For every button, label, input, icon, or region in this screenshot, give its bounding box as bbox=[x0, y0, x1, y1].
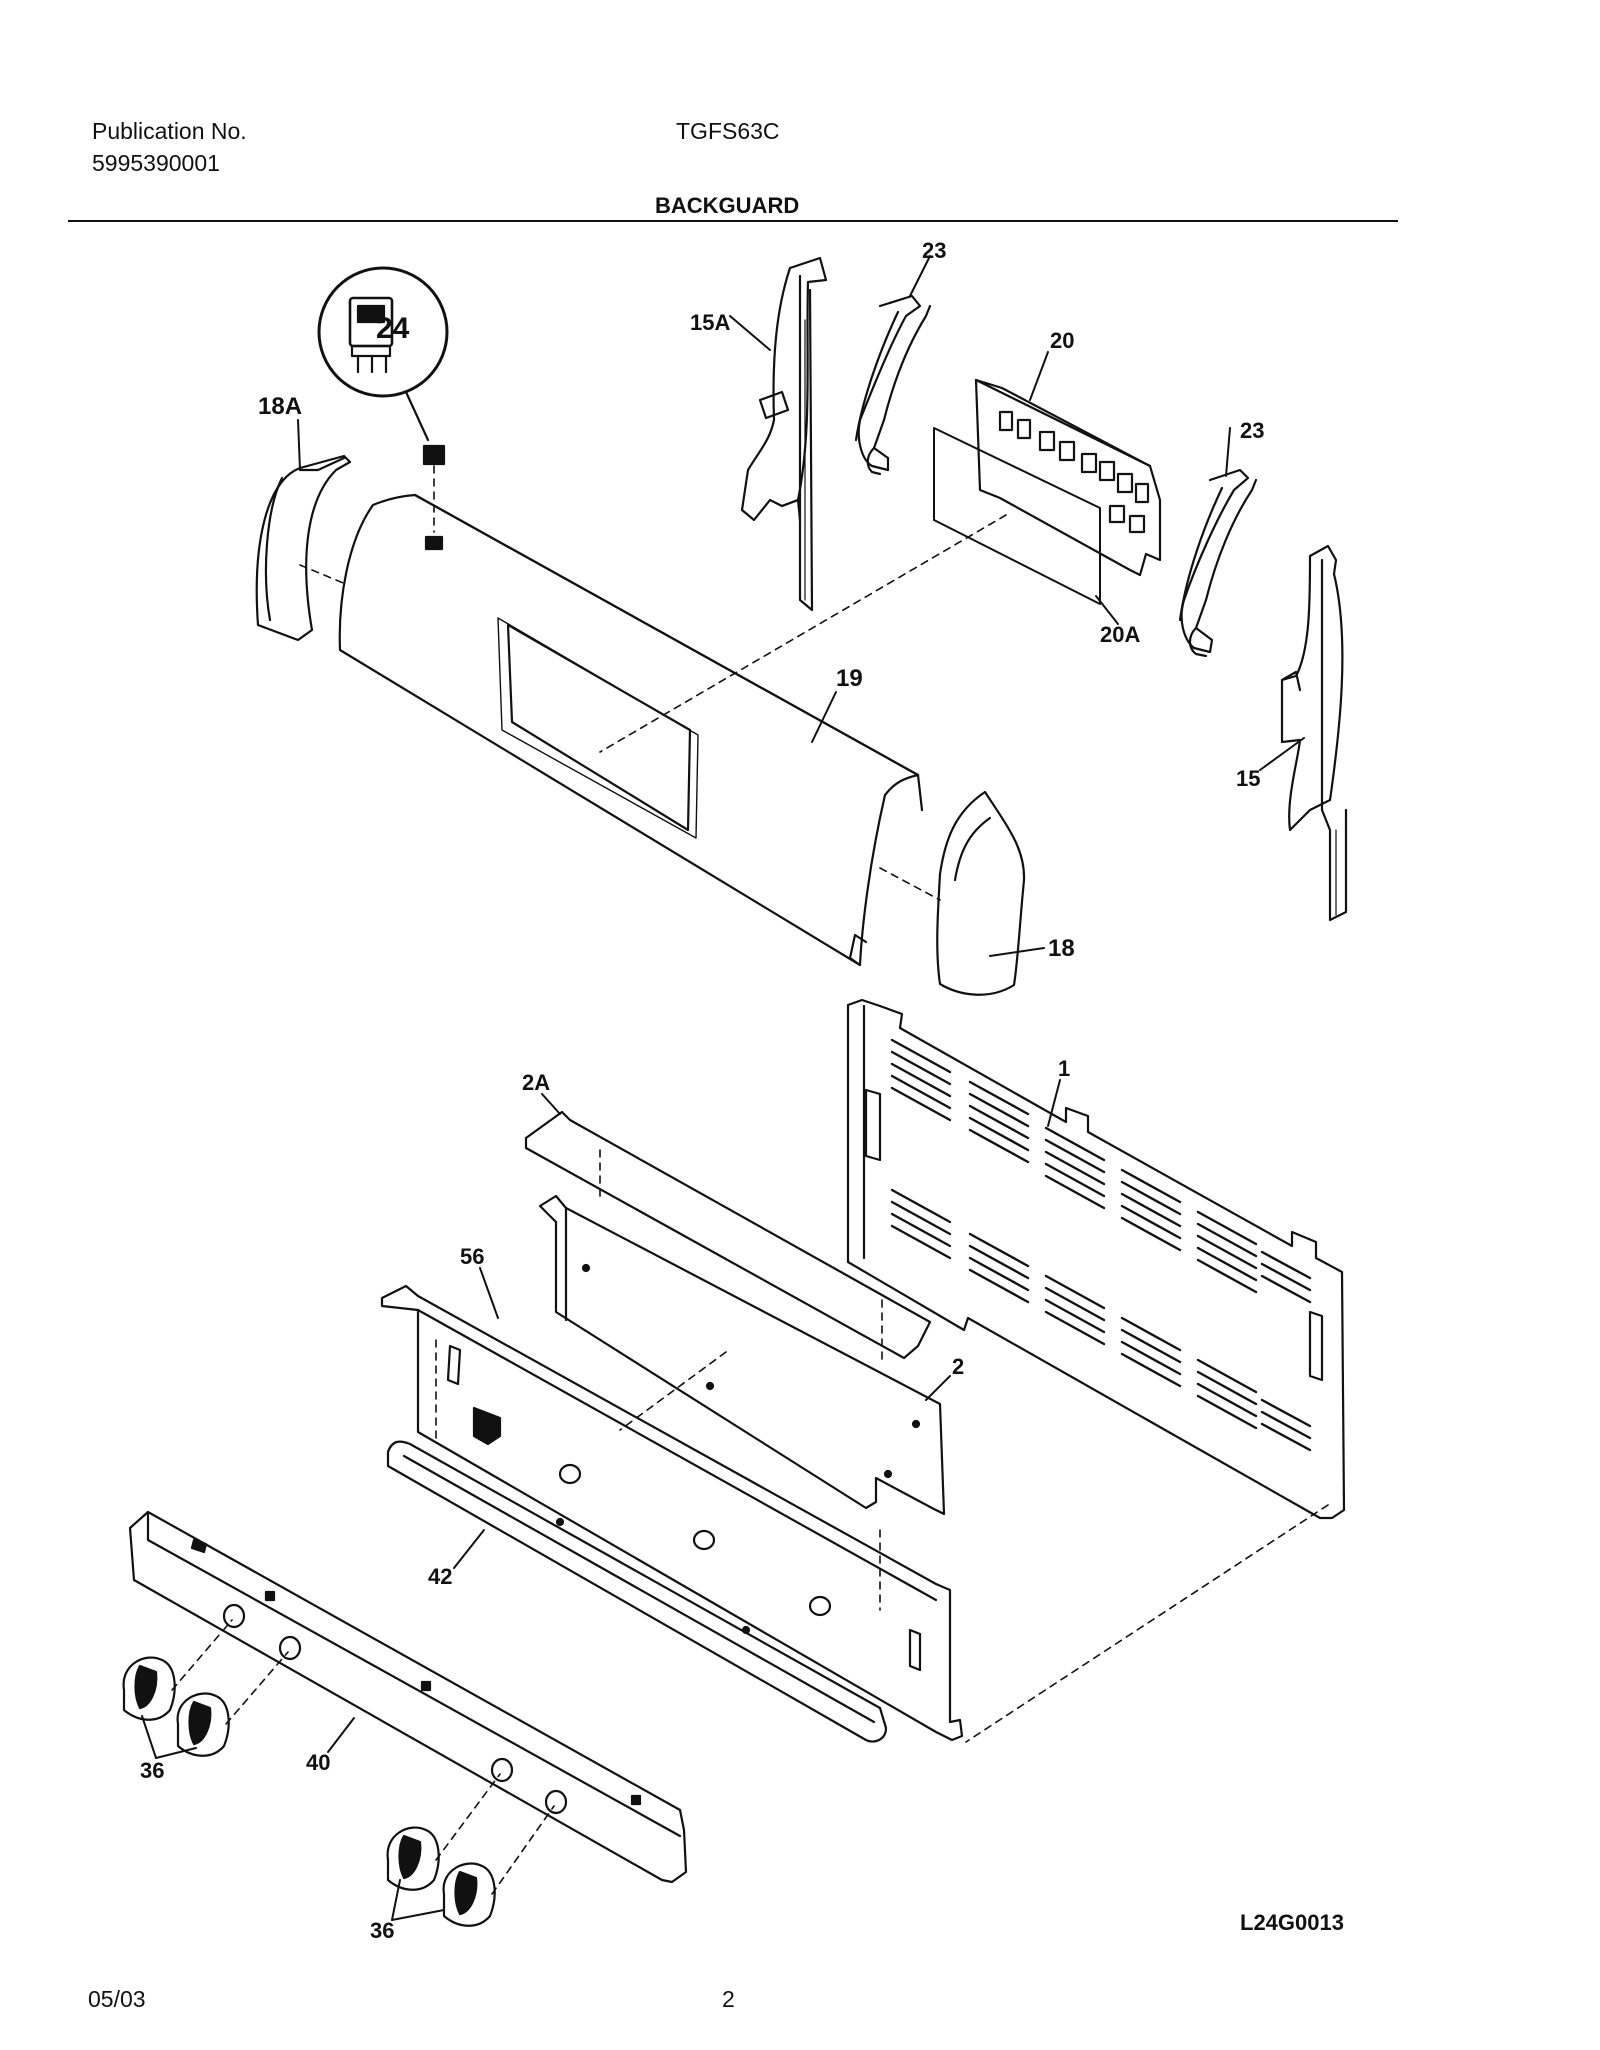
part-20a-overlay[interactable] bbox=[599, 427, 1101, 753]
part-42-trim-strip[interactable] bbox=[386, 1440, 888, 1743]
callout-36-left: 36 bbox=[140, 1758, 164, 1783]
callout-15a: 15A bbox=[690, 310, 730, 335]
callout-40: 40 bbox=[306, 1750, 330, 1775]
callout-15: 15 bbox=[1236, 766, 1260, 791]
callout-20a: 20A bbox=[1100, 622, 1140, 647]
part-56-control-panel[interactable] bbox=[380, 1284, 964, 1742]
part-23-bracket-left[interactable] bbox=[854, 294, 932, 476]
part-15a-left-bracket[interactable] bbox=[740, 256, 828, 612]
footer-page-number: 2 bbox=[722, 1986, 735, 2012]
part-20-control-board[interactable] bbox=[974, 378, 1162, 577]
header-rule bbox=[68, 220, 1398, 222]
callout-18a: 18A bbox=[258, 393, 302, 420]
callout-2: 2 bbox=[952, 1354, 964, 1379]
callout-56: 56 bbox=[460, 1244, 484, 1269]
part-36-knobs-right[interactable] bbox=[386, 1773, 555, 1927]
part-15-right-bracket[interactable] bbox=[1280, 544, 1348, 922]
callout-20: 20 bbox=[1050, 328, 1074, 353]
callout-42: 42 bbox=[428, 1564, 452, 1589]
leader-lines bbox=[141, 255, 1305, 1921]
part-2a-top-shield[interactable] bbox=[524, 1110, 932, 1361]
callout-1: 1 bbox=[1058, 1056, 1070, 1081]
footer-date: 05/03 bbox=[88, 1986, 146, 2012]
callout-23-left: 23 bbox=[922, 238, 946, 263]
part-24-switch[interactable] bbox=[317, 266, 449, 533]
diagram-code: L24G0013 bbox=[1240, 1910, 1344, 1935]
callout-19: 19 bbox=[836, 665, 863, 692]
part-36-knobs-left[interactable] bbox=[122, 1619, 289, 1757]
part-1-rear-vent-panel[interactable] bbox=[846, 998, 1346, 1743]
callout-18: 18 bbox=[1048, 935, 1075, 962]
callout-36-right: 36 bbox=[370, 1918, 394, 1943]
publication-label: Publication No. bbox=[92, 118, 247, 144]
callout-23-right: 23 bbox=[1240, 418, 1264, 443]
part-23-bracket-right[interactable] bbox=[1178, 468, 1258, 658]
callout-2a: 2A bbox=[522, 1070, 550, 1095]
part-18a-left-end-cap[interactable] bbox=[255, 454, 352, 642]
model-number: TGFS63C bbox=[676, 118, 780, 144]
part-2-heat-shield[interactable] bbox=[538, 1194, 946, 1516]
section-title: BACKGUARD bbox=[655, 193, 800, 218]
callout-24: 24 bbox=[376, 312, 410, 345]
part-19-backguard-panel[interactable] bbox=[338, 493, 924, 967]
publication-number: 5995390001 bbox=[92, 150, 220, 176]
part-18-right-end-cap[interactable] bbox=[879, 790, 1026, 996]
part-40-front-control-panel[interactable] bbox=[128, 1510, 688, 1884]
